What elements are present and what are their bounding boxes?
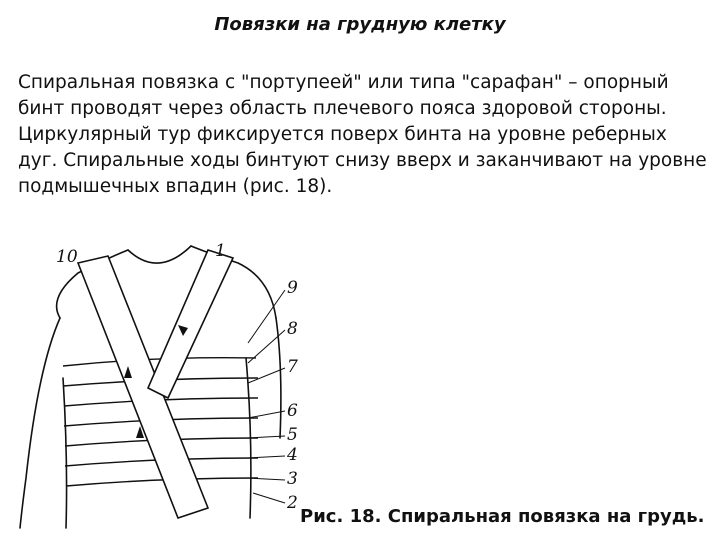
figure-label-10: 10 [56,247,78,267]
figure-label-2: 2 [286,493,298,513]
bandage-illustration: 10 1 9 8 7 6 5 4 3 2 [8,238,308,538]
figure-label-3: 3 [287,469,298,489]
figure-label-7: 7 [287,357,298,377]
figure-label-5: 5 [287,425,298,445]
figure-label-9: 9 [287,278,298,298]
leader-lines [248,290,285,503]
figure-label-1: 1 [215,241,226,261]
figure-label-8: 8 [287,319,298,339]
figure-label-6: 6 [287,401,298,421]
figure-label-4: 4 [286,445,298,465]
body-paragraph: Спиральная повязка с "портупеей" или тип… [18,70,708,200]
slide-title: Повязки на грудную клетку [0,14,720,35]
figure-caption: Рис. 18. Спиральная повязка на грудь. [300,506,710,527]
